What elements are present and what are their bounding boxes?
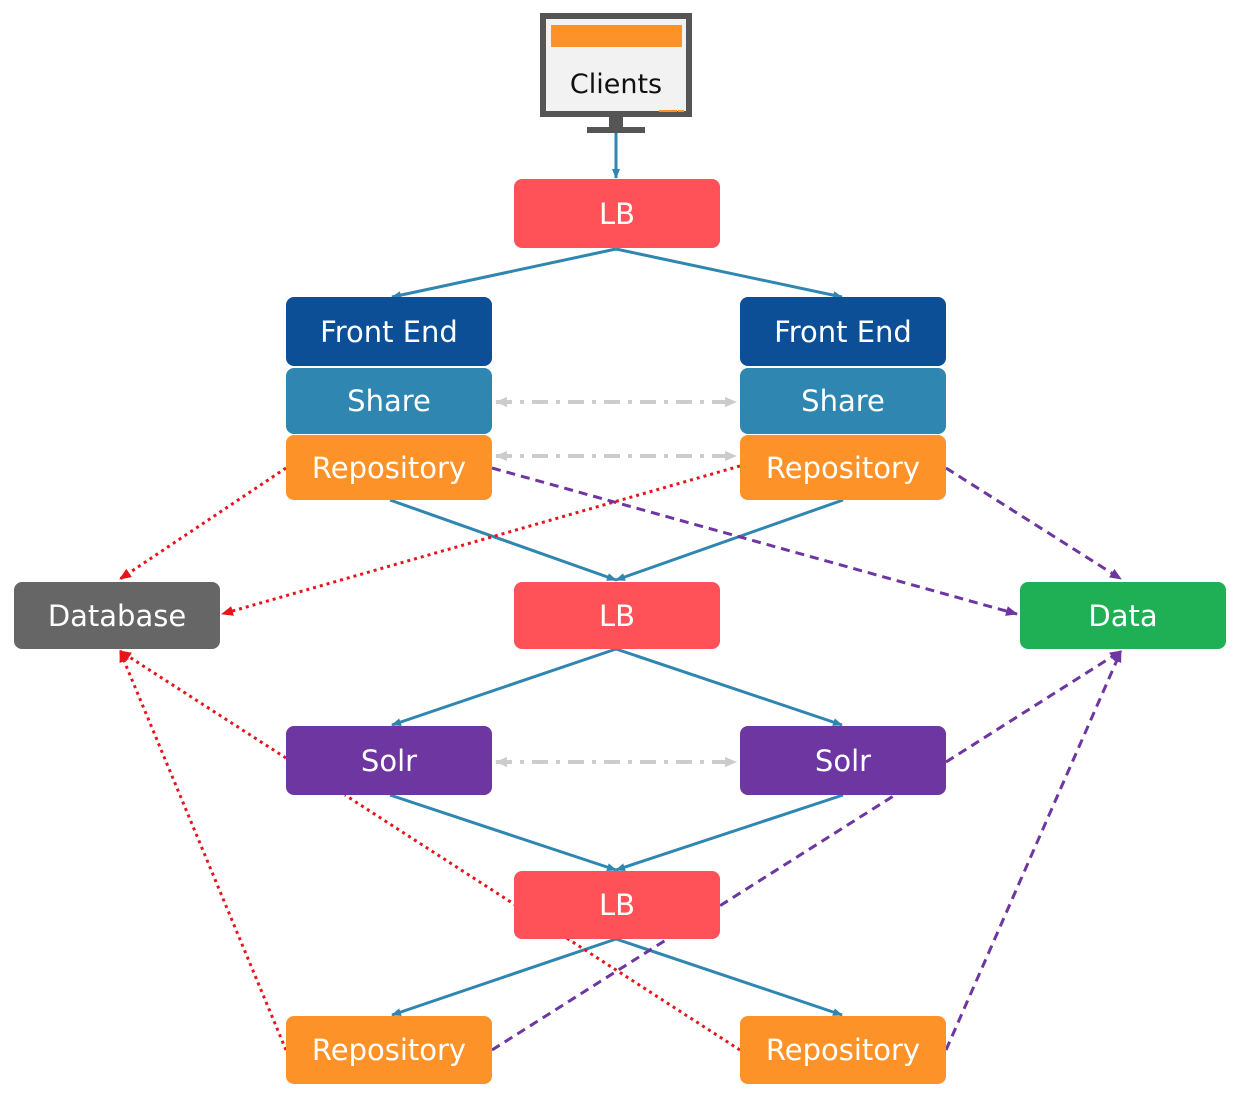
repository-right-node: Repository <box>740 435 946 500</box>
flow-solr-left-to-lb <box>389 793 617 872</box>
monitor-status-dot <box>678 110 684 112</box>
lb-bottom-node: LB <box>514 871 720 939</box>
lb-middle-node: LB <box>514 582 720 649</box>
monitor-stand-foot <box>587 127 645 133</box>
monitor-title-bar <box>551 25 682 47</box>
flow-lb-to-frontend-right <box>615 247 843 300</box>
data-link-repository-bottom-left <box>491 793 896 1052</box>
repository-bottom-right-node: Repository <box>740 1016 946 1084</box>
solr-right-node: Solr <box>740 726 946 795</box>
flow-lb-to-frontend-left <box>391 247 617 300</box>
monitor-status-dash <box>659 110 677 112</box>
flow-repository-right-to-lb <box>615 498 844 582</box>
data-link-repository-right <box>945 466 1122 581</box>
share-right-node: Share <box>740 368 946 434</box>
solr-left-node: Solr <box>286 726 492 795</box>
db-link-solr-left <box>119 649 287 760</box>
data-link-repository-bottom-right <box>944 650 1123 1051</box>
flow-lb-to-repository-bottom-left <box>391 937 617 1017</box>
data-link-solr-right <box>945 649 1122 764</box>
db-link-repository-bottom-left <box>118 650 288 1051</box>
repository-bottom-left-node: Repository <box>286 1016 492 1084</box>
clients-monitor-icon: Clients <box>540 13 692 117</box>
flow-solr-right-to-lb <box>615 793 844 872</box>
db-link-repository-bottom-right <box>344 793 741 1052</box>
flow-repository-left-to-lb <box>389 498 617 582</box>
flow-lb-to-repository-bottom-right <box>615 937 843 1017</box>
database-node: Database <box>14 582 220 649</box>
flow-lb-to-solr-left <box>391 647 617 727</box>
frontend-right-node: Front End <box>740 297 946 366</box>
monitor-stand-neck <box>609 117 623 127</box>
db-link-repository-left <box>119 466 287 581</box>
flow-lb-to-solr-right <box>615 647 843 727</box>
data-node: Data <box>1020 582 1226 649</box>
frontend-left-node: Front End <box>286 297 492 366</box>
data-link-repository-left <box>491 466 1018 616</box>
lb-top-node: LB <box>514 179 720 248</box>
share-left-node: Share <box>286 368 492 434</box>
db-link-repository-right <box>221 464 741 616</box>
repository-left-node: Repository <box>286 435 492 500</box>
clients-label: Clients <box>569 69 663 100</box>
